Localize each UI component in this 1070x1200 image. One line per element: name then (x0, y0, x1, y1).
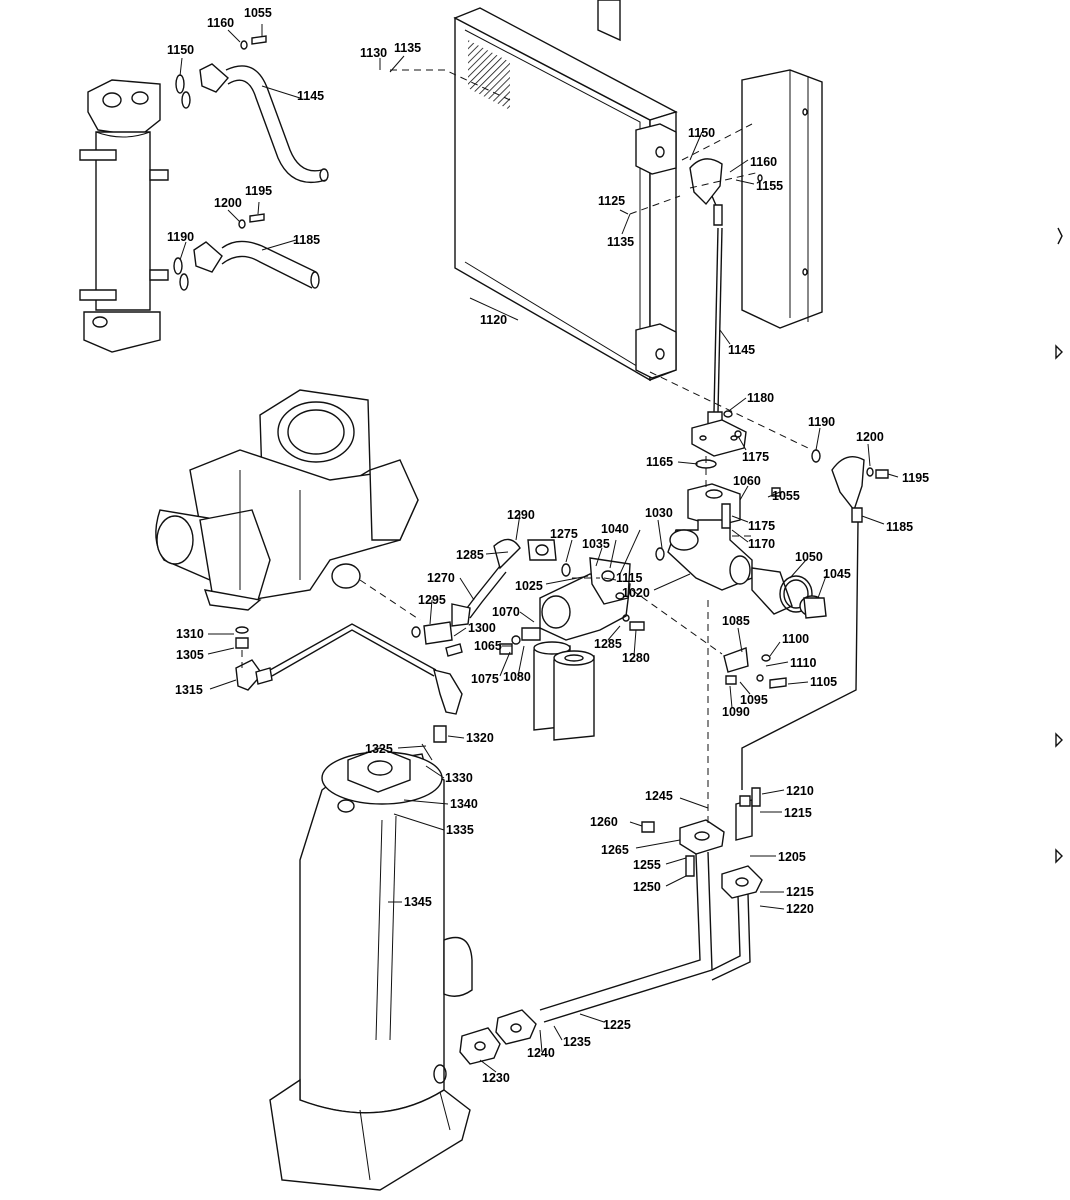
oil-cooler (79, 79, 169, 353)
label-1290: 1290 (507, 508, 535, 522)
label-1260: 1260 (590, 815, 618, 829)
label-1190-left: 1190 (167, 230, 194, 244)
label-1330: 1330 (445, 771, 473, 785)
hose-upper (199, 63, 329, 184)
label-1165: 1165 (646, 455, 673, 469)
callout-labels: 1055 1160 1150 1145 1195 1200 1190 1185 … (167, 6, 929, 1085)
oil-filter-head (527, 539, 631, 641)
thermostat-element (751, 567, 827, 619)
label-1040: 1040 (601, 522, 629, 536)
label-1030: 1030 (645, 506, 673, 520)
return-line (459, 787, 763, 1065)
label-1200-left: 1200 (214, 196, 242, 210)
label-1230: 1230 (482, 1071, 510, 1085)
margin-marks (1055, 227, 1063, 864)
label-1085: 1085 (722, 614, 750, 628)
label-1335: 1335 (446, 823, 474, 837)
label-1135-mid: 1135 (607, 235, 634, 249)
oil-filters (533, 641, 595, 741)
label-1315: 1315 (175, 683, 203, 697)
separator-tank (269, 747, 473, 1191)
label-1195-right: 1195 (902, 471, 929, 485)
label-1210: 1210 (786, 784, 814, 798)
label-1185-left: 1185 (293, 233, 320, 247)
label-1265: 1265 (601, 843, 629, 857)
label-1045: 1045 (823, 567, 851, 581)
label-1155: 1055 (244, 6, 272, 20)
label-1150-right: 1150 (688, 126, 715, 140)
compressor-airend (155, 389, 419, 611)
label-1145-right: 1145 (728, 343, 755, 357)
label-1190-right: 1190 (808, 415, 835, 429)
right-elbow (811, 449, 889, 523)
label-1320: 1320 (466, 731, 494, 745)
label-1055: 1055 (772, 489, 800, 503)
label-1145-left: 1145 (297, 89, 324, 103)
leader-lines (179, 24, 899, 1073)
label-1070: 1070 (492, 605, 520, 619)
label-1280: 1280 (622, 651, 650, 665)
label-1345: 1345 (404, 895, 432, 909)
label-1255: 1255 (633, 858, 661, 872)
drain-line (741, 521, 859, 790)
label-1205: 1205 (778, 850, 806, 864)
label-1150-left: 1150 (167, 43, 194, 57)
radiator (453, 0, 678, 382)
label-1060: 1060 (733, 474, 761, 488)
label-1020: 1020 (622, 586, 650, 600)
label-1105: 1105 (810, 675, 837, 689)
label-1170: 1170 (748, 537, 775, 551)
label-1115: 1115 (616, 571, 642, 585)
label-1340: 1340 (450, 797, 478, 811)
label-1025: 1025 (515, 579, 543, 593)
label-1245: 1245 (645, 789, 673, 803)
label-1135-top: 1135 (394, 41, 421, 55)
thermal-valve-housing (667, 483, 753, 591)
label-1110: 1110 (790, 656, 816, 670)
label-1285-bottom: 1285 (594, 637, 622, 651)
label-1160-right: 1160 (750, 155, 777, 169)
label-1325: 1325 (365, 742, 393, 756)
label-1155-right: 1155 (756, 179, 783, 193)
label-1035: 1035 (582, 537, 610, 551)
label-1300: 1300 (468, 621, 496, 635)
label-1125: 1125 (598, 194, 625, 208)
label-1305: 1305 (176, 648, 204, 662)
label-1100: 1100 (782, 632, 809, 646)
label-1175-mid: 1175 (748, 519, 775, 533)
label-1310: 1310 (176, 627, 204, 641)
label-1065: 1065 (474, 639, 502, 653)
label-1215-bottom: 1215 (786, 885, 814, 899)
label-1220: 1220 (786, 902, 814, 916)
label-1090: 1090 (722, 705, 750, 719)
label-1250: 1250 (633, 880, 661, 894)
label-1120: 1120 (480, 313, 507, 327)
label-1180: 1180 (747, 391, 774, 405)
label-1050: 1050 (795, 550, 823, 564)
label-1095: 1095 (740, 693, 768, 707)
assembly-lines (241, 69, 809, 826)
label-1200-right: 1200 (856, 430, 884, 444)
radiator-shroud (741, 69, 823, 329)
label-1215-top: 1215 (784, 806, 812, 820)
hose-lower (193, 240, 320, 289)
radiator-hose (689, 158, 723, 429)
label-1195-left: 1195 (245, 184, 272, 198)
label-1285-top: 1285 (456, 548, 484, 562)
label-1270: 1270 (427, 571, 455, 585)
label-1130: 1130 (360, 46, 387, 60)
label-1175-top: 1175 (742, 450, 769, 464)
label-1080: 1080 (503, 670, 531, 684)
label-1075: 1075 (471, 672, 499, 686)
label-1295: 1295 (418, 593, 446, 607)
label-1225: 1225 (603, 1018, 631, 1032)
label-1160: 1160 (207, 16, 234, 30)
label-1275: 1275 (550, 527, 578, 541)
label-1185-right: 1185 (886, 520, 913, 534)
label-1240: 1240 (527, 1046, 555, 1060)
upper-flange (691, 419, 747, 457)
label-1235: 1235 (563, 1035, 591, 1049)
